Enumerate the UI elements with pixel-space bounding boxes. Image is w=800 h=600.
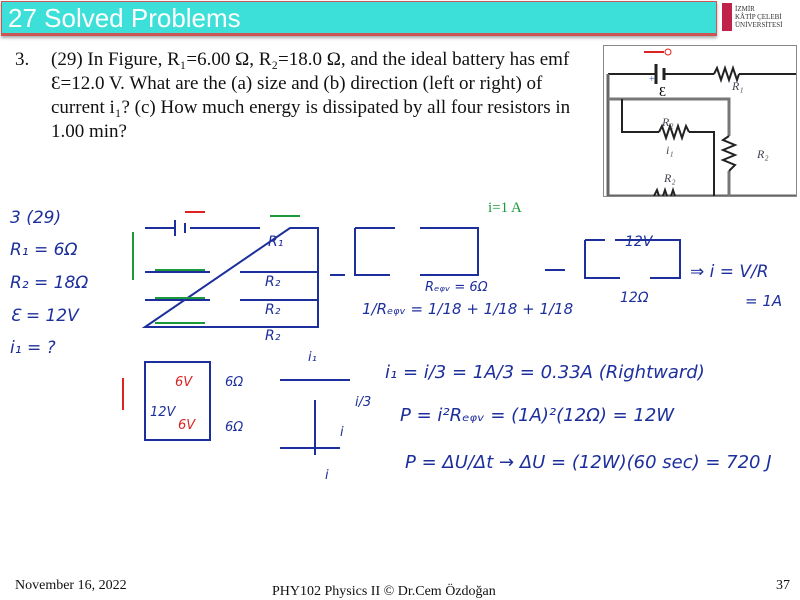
voltage-label: 12V xyxy=(150,405,176,420)
answer-current: i₁ = i/3 = 1A/3 = 0.33A (Rightward) xyxy=(385,362,705,383)
logo-line: İZMİR xyxy=(735,5,755,13)
r2-label: R₂ xyxy=(661,115,674,129)
resistance-label: 6Ω xyxy=(225,375,244,390)
given-emf: Ɛ = 12V xyxy=(10,306,79,326)
question-number: 3. xyxy=(15,49,30,70)
circuit-diagram: + Ɛ R₁ R₂ i₁ R₂ R₂ xyxy=(606,48,796,196)
i1-label: i₁ xyxy=(666,143,674,157)
given-unknown: i₁ = ? xyxy=(10,338,56,358)
r2-label: R₂ xyxy=(756,147,769,161)
r1-hand: R₁ xyxy=(268,234,284,250)
r2-label: R₂ xyxy=(663,171,676,185)
answer-energy: P = ΔU/Δt → ΔU = (12W)(60 sec) = 720 J xyxy=(405,452,772,473)
current-annotation: i=1 A xyxy=(488,200,522,216)
total-current: i xyxy=(325,468,329,483)
footer-date: November 16, 2022 xyxy=(15,578,127,593)
logo-line: KÂTİP ÇELEBİ xyxy=(735,13,782,21)
voltage-label: 6V xyxy=(178,418,196,433)
ohm-result: = 1A xyxy=(745,292,783,310)
r2-hand: R₂ xyxy=(265,302,281,318)
given-r1: R₁ = 6Ω xyxy=(10,240,78,260)
resistance-label: 6Ω xyxy=(225,420,244,435)
req-label: Rₑᵩᵥ = 6Ω xyxy=(425,280,488,295)
r2-hand: R₂ xyxy=(265,274,281,290)
page-number: 37 xyxy=(776,578,790,593)
emf-label: Ɛ xyxy=(659,85,666,100)
branch-current: i/3 xyxy=(355,395,372,410)
logo-line: ÜNİVERSİTESİ xyxy=(735,21,783,29)
answer-power: P = i²Rₑᵩᵥ = (1A)²(12Ω) = 12W xyxy=(400,405,675,426)
ohm-law: ⇒ i = V/R xyxy=(690,262,769,282)
slide-title-bar: 27 Solved Problems xyxy=(1,1,717,36)
req-equation: 1/Rₑᵩᵥ = 1/18 + 1/18 + 1/18 xyxy=(362,300,574,318)
battery-voltage: 12V xyxy=(625,234,653,250)
question: 3. (29) In Figure, R₁=6.00 Ω, R₂=18.0 Ω, … xyxy=(15,48,595,144)
circuit-figure: + Ɛ R₁ R₂ i₁ R₂ R₂ xyxy=(603,45,797,197)
given-r2: R₂ = 18Ω xyxy=(10,273,89,293)
footer-course: PHY102 Physics II © Dr.Cem Özdoğan xyxy=(272,584,496,599)
slide-title: 27 Solved Problems xyxy=(8,3,241,33)
branch-current: i₁ xyxy=(308,350,317,365)
problem-label: 3 (29) xyxy=(10,208,62,228)
voltage-label: 6V xyxy=(175,375,193,390)
total-current: i xyxy=(340,425,344,440)
r1-label: R₁ xyxy=(731,79,744,93)
resistance-label: 12Ω xyxy=(620,290,649,306)
quill-icon xyxy=(722,3,732,31)
question-text: (29) In Figure, R₁=6.00 Ω, R₂=18.0 Ω, an… xyxy=(51,49,571,142)
r2-hand: R₂ xyxy=(265,328,281,344)
plus-label: + xyxy=(649,74,655,85)
